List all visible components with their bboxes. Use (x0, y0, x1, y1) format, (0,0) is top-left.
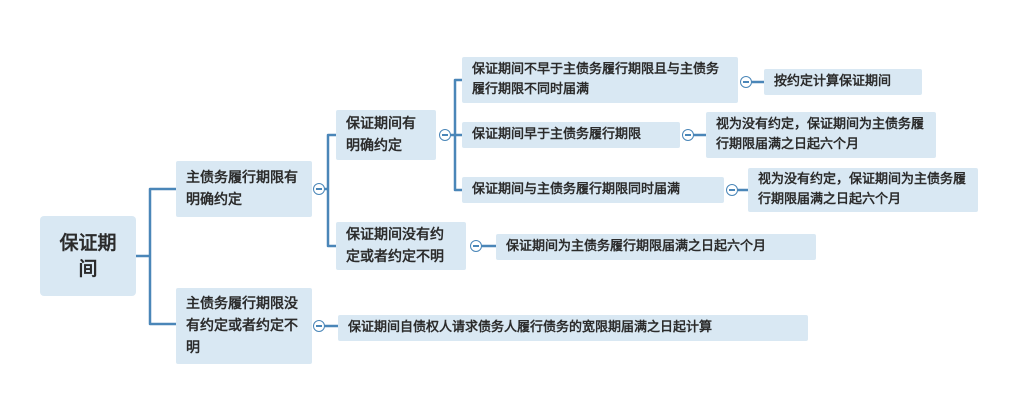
result-same[interactable]: 视为没有约定，保证期间为主债务履行期限届满之日起六个月 (748, 168, 978, 212)
collapse-toggle-case-same[interactable] (726, 184, 738, 196)
result-unclear[interactable]: 保证期间为主债务履行期限届满之日起六个月 (496, 234, 816, 260)
collapse-toggle-guarantee-unclear[interactable] (470, 240, 482, 252)
case-not-earlier-label: 保证期间不早于主债务履行期限且与主债务履行期限不同时届满 (472, 62, 720, 97)
result-not-agreed-label: 保证期间自债权人请求债务人履行债务的宽限期届满之日起计算 (348, 320, 713, 335)
branch-term-agreed[interactable]: 主债务履行期限有明确约定 (176, 161, 312, 217)
connector-guarantee-clear (449, 78, 464, 192)
branch-guarantee-unclear[interactable]: 保证期间没有约定或者约定不明 (336, 222, 466, 270)
result-by-agreement[interactable]: 按约定计算保证期间 (764, 69, 922, 95)
root-label: 保证期间 (59, 232, 117, 280)
collapse-toggle-term-not-agreed[interactable] (313, 320, 325, 332)
result-same-label: 视为没有约定，保证期间为主债务履行期限届满之日起六个月 (758, 172, 967, 207)
branch-guarantee-clear[interactable]: 保证期间有明确约定 (336, 110, 436, 160)
case-earlier[interactable]: 保证期间早于主债务履行期限 (462, 122, 680, 148)
case-not-earlier[interactable]: 保证期间不早于主债务履行期限且与主债务履行期限不同时届满 (462, 57, 738, 103)
root-node[interactable]: 保证期间 (40, 216, 136, 296)
collapse-toggle-guarantee-clear[interactable] (439, 129, 451, 141)
collapse-toggle-case-not-earlier[interactable] (740, 76, 752, 88)
case-earlier-label: 保证期间早于主债务履行期限 (472, 127, 642, 142)
branch-guarantee-clear-label: 保证期间有明确约定 (346, 116, 416, 154)
collapse-toggle-case-earlier[interactable] (682, 129, 694, 141)
connector-root (134, 187, 178, 326)
branch-term-agreed-label: 主债务履行期限有明确约定 (186, 170, 298, 208)
case-same-label: 保证期间与主债务履行期限同时届满 (472, 182, 681, 197)
branch-guarantee-unclear-label: 保证期间没有约定或者约定不明 (346, 227, 444, 265)
case-same[interactable]: 保证期间与主债务履行期限同时届满 (462, 177, 724, 203)
collapse-toggle-term-agreed[interactable] (313, 183, 325, 195)
result-by-agreement-label: 按约定计算保证期间 (774, 74, 892, 89)
result-earlier[interactable]: 视为没有约定，保证期间为主债务履行期限届满之日起六个月 (706, 112, 936, 158)
result-earlier-label: 视为没有约定，保证期间为主债务履行期限届满之日起六个月 (716, 117, 925, 152)
branch-term-not-agreed[interactable]: 主债务履行期限没有约定或者约定不明 (176, 288, 312, 364)
connector-term-agreed (323, 133, 338, 248)
result-unclear-label: 保证期间为主债务履行期限届满之日起六个月 (506, 239, 767, 254)
result-not-agreed[interactable]: 保证期间自债权人请求债务人履行债务的宽限期届满之日起计算 (338, 315, 808, 341)
branch-term-not-agreed-label: 主债务履行期限没有约定或者约定不明 (186, 296, 298, 356)
